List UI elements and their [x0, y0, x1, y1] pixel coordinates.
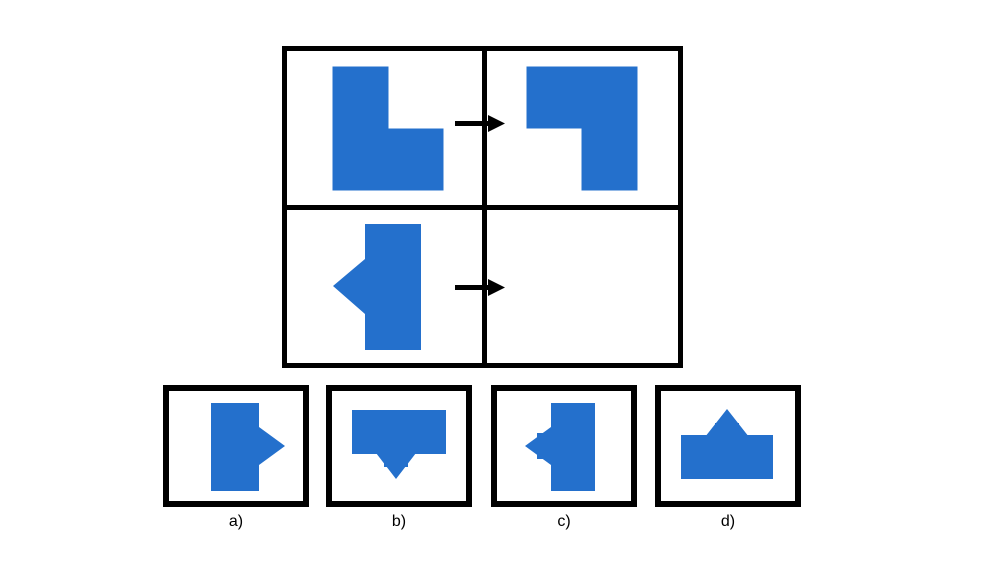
- answer-option-a[interactable]: [163, 385, 309, 507]
- answer-option-c[interactable]: [491, 385, 637, 507]
- matrix-horizontal-divider: [287, 205, 678, 210]
- answer-option-b[interactable]: [326, 385, 472, 507]
- transform-arrow-row-2: [455, 279, 505, 296]
- matrix-cell-top-right[interactable]: [487, 51, 678, 205]
- shape-rect-with-up-arrow: [681, 409, 773, 479]
- shape-l-corner-bottom-left: [332, 66, 444, 191]
- empty-answer-slot: [487, 210, 678, 363]
- shape-rect-with-left-arrow: [525, 403, 595, 491]
- answer-option-b-label: b): [391, 513, 407, 530]
- answer-option-a-label: a): [228, 513, 244, 530]
- shape-l-corner-top-right: [526, 66, 638, 191]
- answer-option-c-label: c): [557, 513, 571, 530]
- shape-rect-with-right-arrow: [211, 403, 285, 491]
- matrix-cell-bottom-right-empty[interactable]: [487, 210, 678, 363]
- answer-option-d[interactable]: [655, 385, 801, 507]
- matrix-cell-top-left[interactable]: [287, 51, 482, 205]
- matrix-grid: [282, 46, 683, 368]
- shape-rect-with-down-arrow: [352, 410, 446, 479]
- matrix-cell-bottom-left[interactable]: [287, 210, 482, 363]
- answer-option-d-label: d): [720, 513, 736, 530]
- transform-arrow-row-1: [455, 115, 505, 132]
- shape-rect-with-left-arrow: [333, 224, 421, 350]
